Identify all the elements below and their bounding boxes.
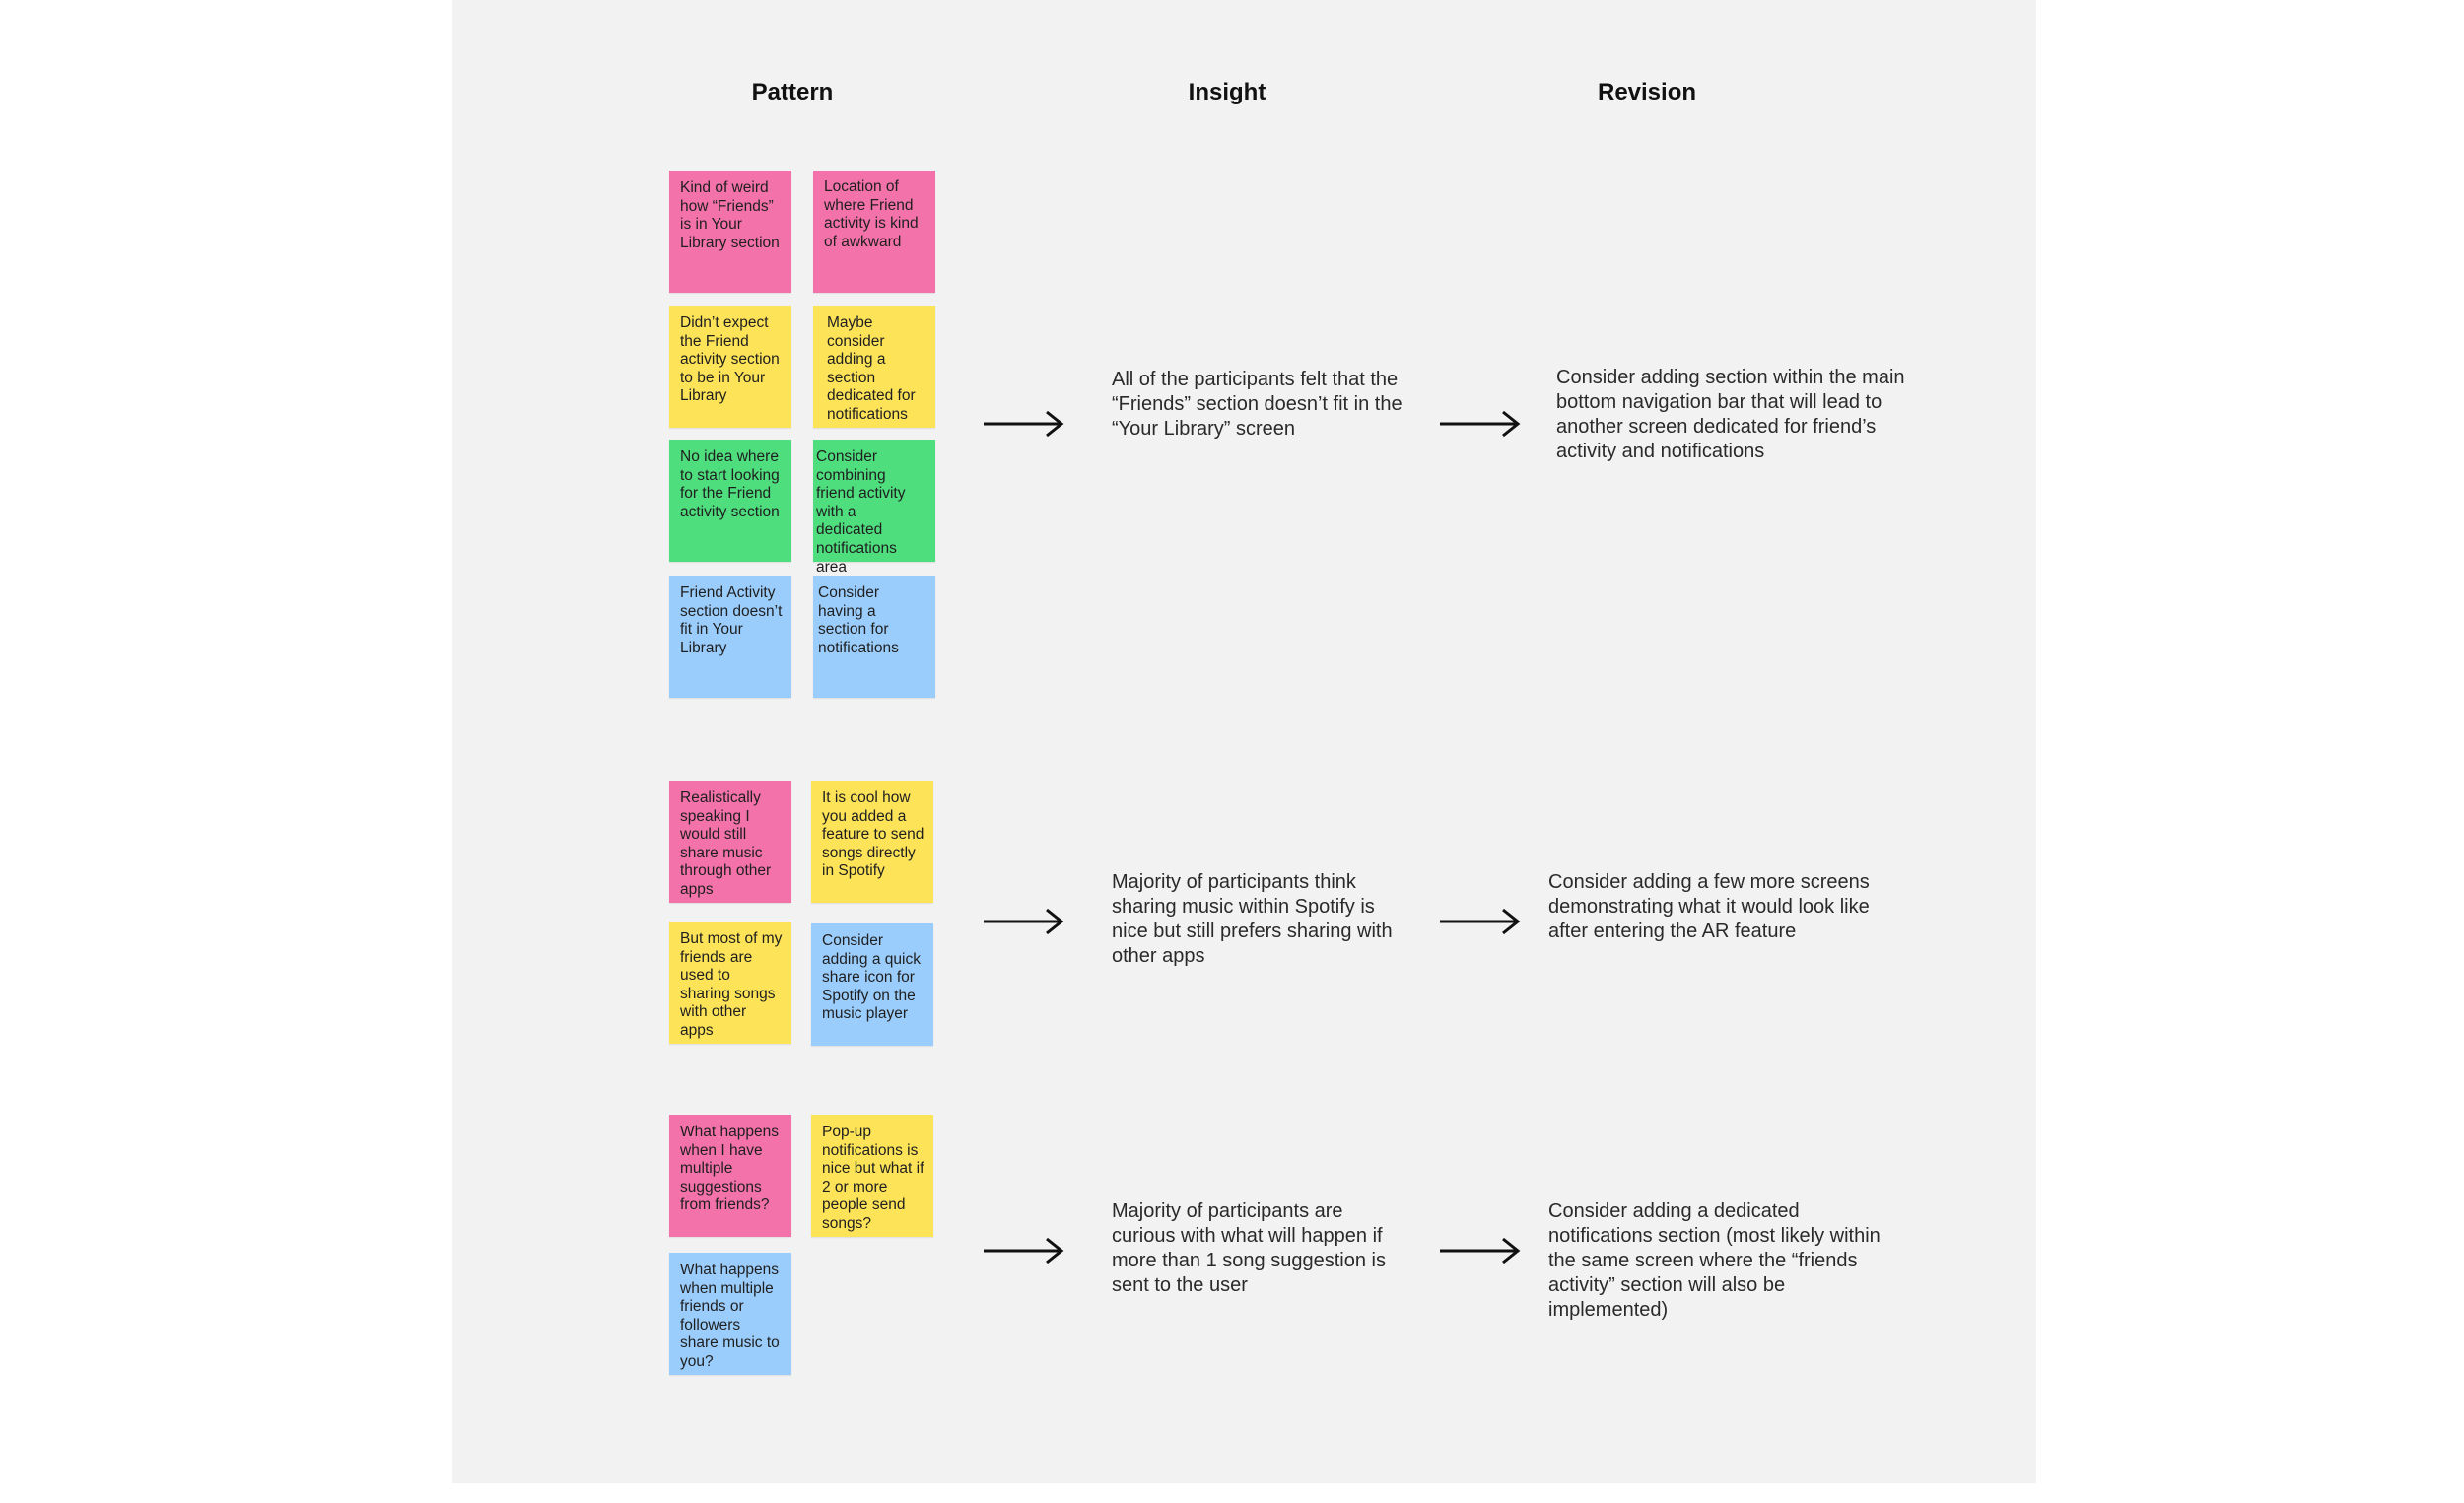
column-header-revision: Revision — [1597, 79, 1697, 105]
revision-text: Consider adding section within the main … — [1556, 367, 1905, 462]
sticky-note[interactable]: What happens when I have multiple sugges… — [669, 1115, 791, 1237]
sticky-note[interactable]: No idea where to start looking for the F… — [669, 440, 791, 562]
sticky-note[interactable]: Consider combining friend activity with … — [813, 440, 935, 576]
sticky-note[interactable]: Kind of weird how “Friends” is in Your L… — [669, 171, 791, 293]
insight-text: Majority of participants are curious wit… — [1112, 1200, 1386, 1296]
arrow-right-icon — [984, 1237, 1064, 1264]
sticky-note[interactable]: Realistically speaking I would still sha… — [669, 781, 791, 903]
column-header-insight: Insight — [1188, 79, 1266, 105]
column-header-pattern: Pattern — [751, 79, 834, 105]
arrow-right-icon — [1440, 908, 1521, 935]
sticky-note[interactable]: Consider adding a quick share icon for S… — [811, 923, 933, 1046]
insight-text: All of the participants felt that the “F… — [1112, 369, 1403, 440]
arrow-right-icon — [1440, 1237, 1521, 1264]
sticky-note[interactable]: But most of my friends are used to shari… — [669, 922, 791, 1044]
affinity-board: Pattern Insight Revision Kind of weird h… — [452, 0, 2036, 1483]
sticky-note[interactable]: Friend Activity section doesn’t fit in Y… — [669, 576, 791, 698]
arrow-right-icon — [984, 908, 1064, 935]
sticky-note[interactable]: Maybe consider adding a section dedicate… — [813, 306, 935, 428]
revision-text: Consider adding a dedicated notification… — [1548, 1200, 1881, 1321]
revision-text: Consider adding a few more screens demon… — [1548, 871, 1870, 942]
sticky-note[interactable]: It is cool how you added a feature to se… — [811, 781, 933, 903]
sticky-note[interactable]: Pop-up notifications is nice but what if… — [811, 1115, 933, 1237]
sticky-note[interactable]: Consider having a section for notificati… — [813, 576, 935, 698]
insight-text: Majority of participants think sharing m… — [1112, 871, 1393, 967]
sticky-note[interactable]: What happens when multiple friends or fo… — [669, 1253, 791, 1375]
sticky-note[interactable]: Didn’t expect the Friend activity sectio… — [669, 306, 791, 428]
arrow-right-icon — [984, 410, 1064, 438]
arrow-right-icon — [1440, 410, 1521, 438]
sticky-note[interactable]: Location of where Friend activity is kin… — [813, 171, 935, 293]
